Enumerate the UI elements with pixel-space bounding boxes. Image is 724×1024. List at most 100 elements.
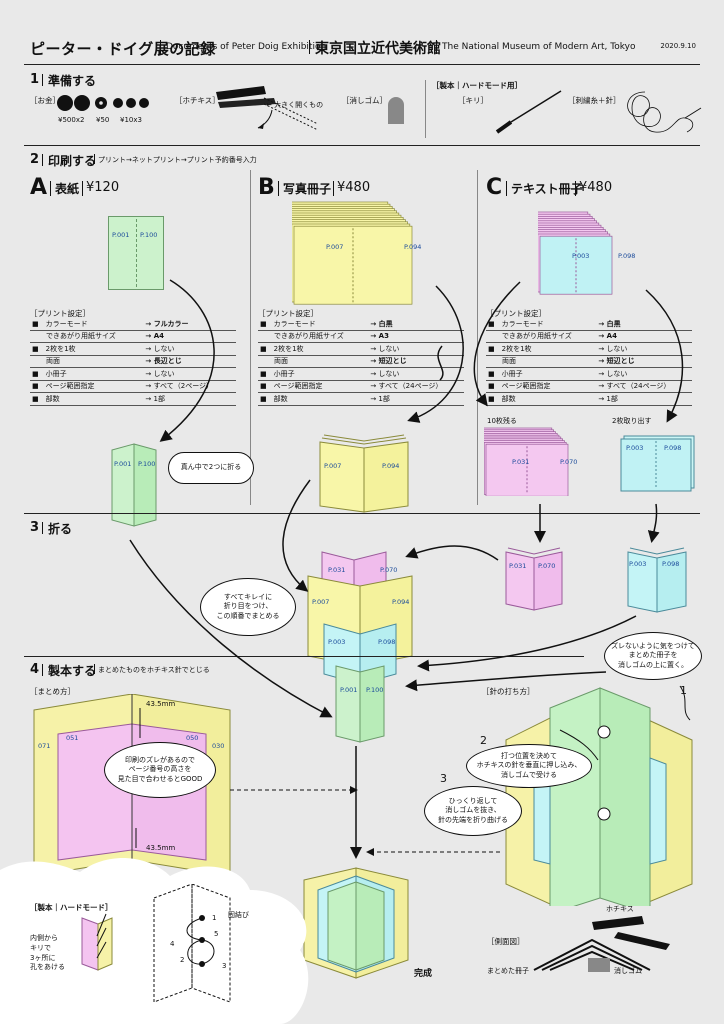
section-number: 1 — [30, 72, 40, 87]
side-view-diagram — [533, 916, 670, 972]
hard-mode-note: 内側から キリで 3ヶ所に 孔をあける — [30, 934, 65, 972]
column-name: 写真冊子 — [283, 182, 332, 196]
section-divider — [24, 145, 700, 146]
setting-name: ■ カラーモード — [258, 318, 369, 331]
column-letter: C — [486, 175, 503, 200]
photo-booklet-stack — [292, 201, 413, 305]
section-number: 3 — [30, 520, 40, 535]
section-note: まとめたものをホチキス針でとじる — [98, 666, 210, 674]
money-label: ［お金］ — [30, 96, 60, 105]
measure-bottom: 43.5mm — [146, 844, 176, 852]
setting-name: 両面 — [258, 355, 369, 368]
setting-name: ■ 小冊子 — [30, 367, 144, 381]
title-divider — [160, 40, 161, 54]
section-bar — [42, 664, 43, 676]
setting-value: → 白黒 — [596, 318, 692, 331]
stapler-note: ← 大きく開くもの — [266, 101, 324, 109]
page-number: P.098 — [664, 444, 682, 452]
thread-label: ［刺繍糸＋針］ — [568, 96, 621, 105]
section-bar — [42, 522, 43, 534]
setting-value: → しない — [143, 367, 236, 381]
section-number: 2 — [30, 152, 40, 167]
date-label: 2020.9.10 — [660, 42, 696, 50]
section-bar — [50, 181, 51, 196]
settings-row: ■ ページ範囲指定→ すべて（2ページ） — [30, 380, 236, 393]
finished-booklet — [303, 867, 409, 979]
page-number: P.007 — [312, 598, 330, 606]
settings-row: できあがり用紙サイズ→ A4 — [30, 330, 236, 343]
settings-row: ■ 小冊子→ しない — [486, 367, 692, 381]
column-letter: B — [258, 175, 275, 200]
order-note-bubble: すべてキレイに 折り目をつけ、 この順番でまとめる — [200, 578, 296, 636]
settings-row: ■ ページ範囲指定→ すべて（24ページ） — [258, 380, 464, 393]
setting-value: → しない — [143, 342, 236, 356]
settings-row: ■ カラーモード→ 白黒 — [486, 318, 692, 331]
section-bar — [94, 154, 95, 164]
page-number: P.007 — [324, 462, 342, 470]
coins-icon — [57, 95, 149, 111]
section-title: 印刷する — [48, 154, 97, 168]
page-number: P.003 — [572, 252, 590, 260]
awl-label: ［キリ］ — [458, 96, 488, 105]
column-name: テキスト冊子 — [511, 182, 583, 196]
measure-top: 43.5mm — [146, 700, 176, 708]
nested-booklet-stack — [307, 551, 413, 743]
settings-row: ■ 2枚を1枚→ しない — [486, 342, 692, 356]
settings-row: 両面→ 長辺とじ — [30, 355, 236, 368]
page-number: P.094 — [404, 243, 422, 251]
setting-name: ■ 部数 — [258, 392, 369, 406]
setting-value: → しない — [368, 342, 464, 356]
sewing-diagram — [153, 884, 231, 1003]
coin-label: ¥500x2 — [58, 116, 85, 124]
page-number: P.098 — [662, 560, 680, 568]
extracted-sheets — [620, 435, 695, 492]
page-number: P.031 — [512, 458, 530, 466]
page-number: P.031 — [328, 566, 346, 574]
page-number: P.098 — [378, 638, 396, 646]
coin-label: ¥50 — [96, 116, 110, 124]
setting-name: ■ 小冊子 — [486, 367, 597, 381]
column-divider — [250, 170, 251, 505]
section-bar — [94, 664, 95, 674]
setting-value: → 1部 — [368, 392, 464, 406]
column-letter: A — [30, 175, 48, 200]
fold-line — [136, 219, 137, 287]
page-number: 051 — [66, 734, 79, 742]
split-left-note: 10枚残る — [487, 417, 517, 425]
hard-mode-label: ［製本｜ハードモード用］ — [432, 81, 522, 90]
column-price: ¥480 — [579, 180, 613, 195]
placement-bubble: ズレないように気をつけて まとめた冊子を 消しゴムの上に置く。 — [604, 632, 702, 680]
page-number: P.094 — [382, 462, 400, 470]
page-number: 050 — [186, 734, 199, 742]
settings-row: ■ 2枚を1枚→ しない — [30, 342, 236, 356]
side-view-label: ［側面図］ — [487, 937, 525, 946]
folded-pink-sheets — [505, 547, 563, 611]
setting-value: → しない — [596, 367, 692, 381]
page-number: P.001 — [112, 231, 130, 239]
section-number: 4 — [30, 662, 40, 677]
page-number: P.031 — [509, 562, 527, 570]
section-bar — [82, 181, 83, 196]
setting-name: ■ ページ範囲指定 — [258, 380, 369, 393]
page-number: P.003 — [328, 638, 346, 646]
page-number: P.001 — [114, 460, 132, 468]
sew-knot: 固結び — [228, 911, 249, 919]
sheet — [539, 235, 613, 295]
settings-row: ■ カラーモード→ 白黒 — [258, 318, 464, 331]
needle-label: ［針の打ち方］ — [482, 687, 535, 696]
page-title: ピーター・ドイグ展の記録 — [30, 40, 216, 58]
settings-row: 両面→ 短辺とじ — [258, 355, 464, 368]
page-number: P.001 — [340, 686, 358, 694]
step3-bubble: ひっくり返して 消しゴムを抜き、 針の先端を折り曲げる — [424, 786, 522, 836]
sew-step: 1 — [212, 914, 217, 922]
page-number: 071 — [38, 742, 51, 750]
setting-name: ■ 2枚を1枚 — [486, 342, 597, 356]
stapling-diagram — [505, 687, 693, 906]
section-title: 準備する — [48, 74, 97, 88]
setting-value: → すべて（24ページ） — [596, 380, 692, 393]
museum-name-en: The National Museum of Modern Art, Tokyo — [442, 42, 636, 52]
column-price: ¥120 — [86, 180, 120, 195]
page-number: P.003 — [629, 560, 647, 568]
settings-row: できあがり用紙サイズ→ A3 — [258, 330, 464, 343]
section-bar — [42, 74, 43, 86]
